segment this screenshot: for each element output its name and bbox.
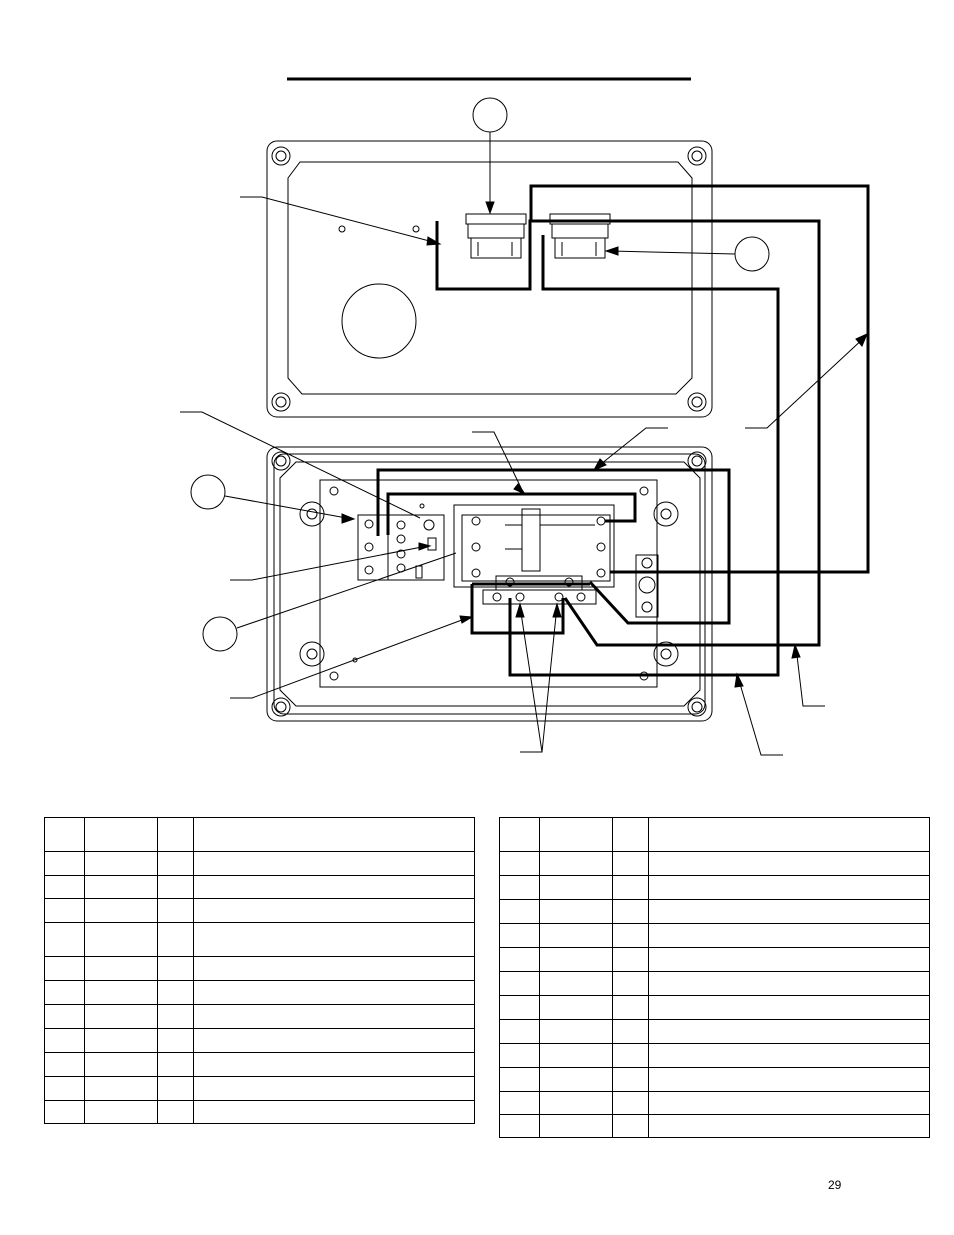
lid-enclosure [266, 140, 713, 418]
table-row [499, 1019, 930, 1044]
table-row [44, 922, 475, 957]
page-number: 29 [828, 1178, 842, 1192]
table-row [44, 1052, 475, 1077]
connector-left [465, 213, 527, 259]
table-row [499, 971, 930, 996]
callout-bubble-left-1 [190, 474, 226, 510]
parts-table-right [499, 817, 930, 1138]
table-row [499, 875, 930, 900]
lid-hole [341, 283, 417, 359]
table-row [499, 1091, 930, 1115]
table-row [44, 1100, 475, 1124]
parts-table-left [44, 817, 475, 1124]
terminal-block-right [635, 554, 659, 618]
table-row [44, 851, 475, 876]
table-row [44, 898, 475, 923]
table-row [44, 1028, 475, 1053]
table-row [44, 817, 475, 852]
table-row [44, 980, 475, 1005]
table-row [499, 1114, 930, 1138]
table-row [499, 923, 930, 948]
table-row [499, 899, 930, 924]
wire-harness [376, 184, 870, 677]
base-enclosure [266, 446, 713, 722]
table-row [44, 956, 475, 981]
callout-bubble-top [472, 97, 508, 133]
table-row [499, 947, 930, 972]
table-row [499, 817, 930, 852]
table-row [499, 851, 930, 876]
table-row [44, 1076, 475, 1101]
table-row [44, 875, 475, 899]
callout-bubble-connector [734, 236, 770, 272]
table-row [499, 1043, 930, 1068]
table-row [499, 995, 930, 1020]
connector-right [549, 213, 611, 259]
table-row [44, 1004, 475, 1029]
callout-bubble-left-2 [202, 616, 238, 652]
contactor [453, 504, 615, 605]
table-row [499, 1067, 930, 1092]
terminal-block-left [357, 514, 445, 581]
wiring-diagram [180, 77, 870, 756]
